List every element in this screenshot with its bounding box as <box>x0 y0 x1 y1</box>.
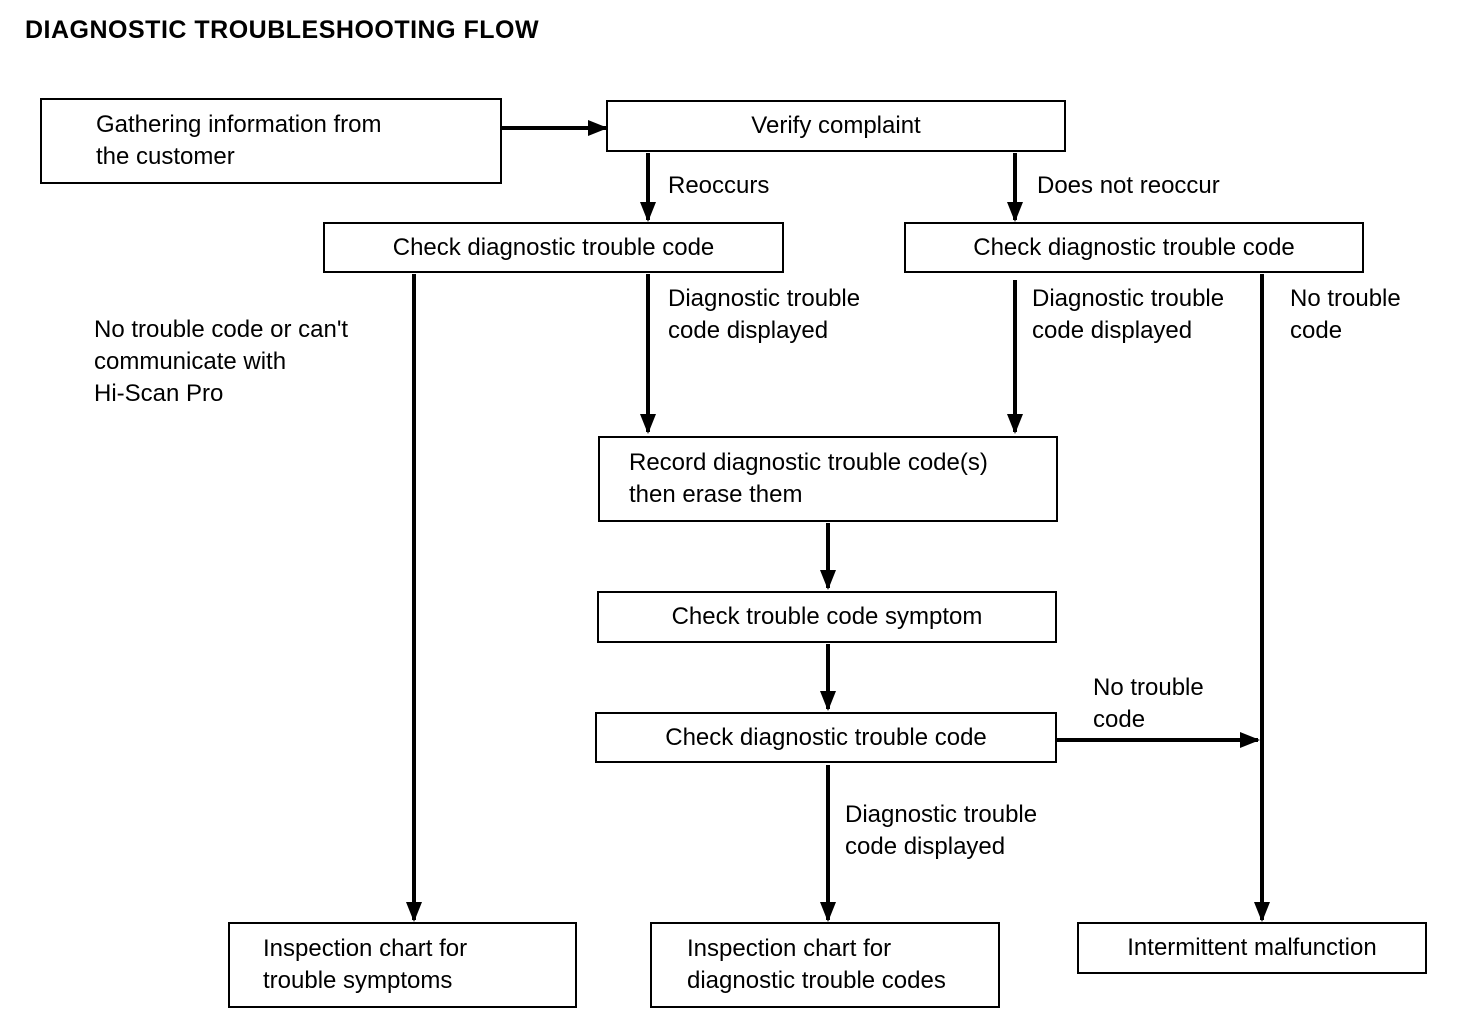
label-dtc-displayed-left: Diagnostic trouble code displayed <box>668 285 861 344</box>
label-no-code-cant-communicate: No trouble code or can't communicate wit… <box>94 316 349 407</box>
label-dtc-displayed-bottom: Diagnostic trouble code displayed <box>845 801 1038 860</box>
check-dtc-right-text: Check diagnostic trouble code <box>973 233 1295 261</box>
check-dtc-left-text: Check diagnostic trouble code <box>392 233 715 261</box>
insp-symptoms-box: Inspection chart for trouble symptoms <box>228 922 577 1008</box>
gather-info-text: Gathering information from the customer <box>96 111 382 170</box>
insp-symptoms-text: Inspection chart for trouble symptoms <box>263 935 468 994</box>
page-title: DIAGNOSTIC TROUBLESHOOTING FLOW <box>25 16 540 44</box>
insp-codes-text: Inspection chart for diagnostic trouble … <box>687 935 946 994</box>
check-dtc-mid-text: Check diagnostic trouble code <box>665 723 987 751</box>
insp-codes-box: Inspection chart for diagnostic trouble … <box>650 922 1000 1008</box>
label-reoccurs: Reoccurs <box>668 172 770 199</box>
gather-info-box: Gathering information from the customer <box>40 98 502 184</box>
intermittent-box: Intermittent malfunction <box>1077 922 1427 974</box>
check-symptom-box: Check trouble code symptom <box>597 591 1057 643</box>
label-does-not-reoccur: Does not reoccur <box>1037 172 1220 199</box>
record-dtc-box: Record diagnostic trouble code(s) then e… <box>598 436 1058 522</box>
check-dtc-right-box: Check diagnostic trouble code <box>904 222 1364 273</box>
intermittent-text: Intermittent malfunction <box>1127 934 1377 961</box>
check-dtc-mid-box: Check diagnostic trouble code <box>595 712 1057 763</box>
verify-complaint-text: Verify complaint <box>751 112 921 139</box>
verify-complaint-box: Verify complaint <box>606 100 1066 152</box>
record-dtc-text: Record diagnostic trouble code(s) then e… <box>629 449 988 508</box>
label-no-trouble-code-mid: No trouble code <box>1093 674 1204 733</box>
label-dtc-displayed-right: Diagnostic trouble code displayed <box>1032 285 1225 344</box>
check-symptom-text: Check trouble code symptom <box>671 603 983 630</box>
check-dtc-left-box: Check diagnostic trouble code <box>323 222 784 273</box>
label-no-trouble-code-right: No trouble code <box>1290 285 1401 344</box>
